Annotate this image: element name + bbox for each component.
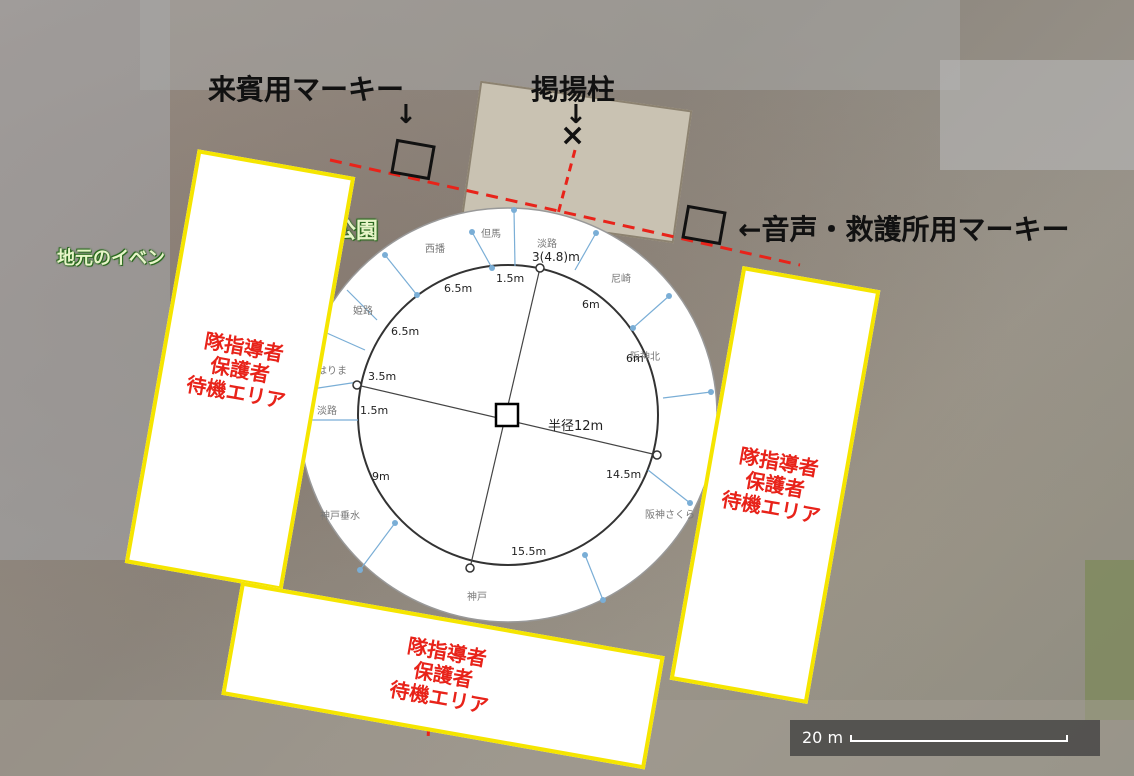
audio-marquee-box [681,204,727,246]
dist-10: 6m [626,352,644,365]
dist-4: 3.5m [368,370,397,383]
dashed-line-top [329,158,801,267]
dist-9: 6m [582,298,600,311]
section-hanshin-sakura: 阪神さくら [645,510,695,521]
guest-marquee-arrow: ↓ [395,100,417,130]
section-harima: はりま [317,366,347,377]
building-top [140,0,960,90]
waiting-area-right-text: 隊指導者 保護者 待機エリア [719,443,823,528]
section-hanshinkita: 阪神北 [630,352,660,363]
dist-2: 6.5m [444,282,473,295]
section-kobe-tarumi: 神戸垂水 [320,511,360,522]
section-awaji-top: 淡路 [537,239,557,250]
radius-label: 半径12m [548,419,604,434]
section-kobe: 神戸 [467,592,487,603]
section-nishiharima: 西播 [425,244,445,255]
section-himeji: 姫路 [353,306,373,317]
dist-6: 9m [372,470,390,483]
top-label: 3(4.8)m [532,250,580,264]
dist-5: 1.5m [360,404,389,417]
flagpole-label: 掲揚柱 [531,73,616,106]
audio-marquee-label: ←音声・救護所用マーキー [738,213,1070,246]
dist-1: 1.5m [496,272,525,285]
park-desc-label: 地元のイベン [57,248,165,269]
building-top-right [940,60,1134,170]
section-amagasaki: 尼崎 [611,274,631,285]
waiting-area-left-text: 隊指導者 保護者 待機エリア [184,328,288,413]
guest-marquee-label: 来賓用マーキー [208,73,405,106]
dist-3: 6.5m [391,325,420,338]
dist-7: 15.5m [511,545,547,558]
flagpole-mark: × [560,118,586,153]
waiting-area-bottom-text: 隊指導者 保護者 待機エリア [387,633,491,719]
flagpole-arrow: ↓ [565,100,587,130]
scale-label: 20 m [802,728,844,747]
stadium-diagram [298,207,718,623]
scale-bar: 20 m [790,720,1100,756]
scale-bar-line [850,735,1068,742]
guest-marquee-box [390,138,436,181]
vegetation-right [1085,560,1134,720]
section-awaji-left: 淡路 [317,406,337,417]
dist-8: 14.5m [606,468,642,481]
section-tajima: 但馬 [481,229,501,240]
